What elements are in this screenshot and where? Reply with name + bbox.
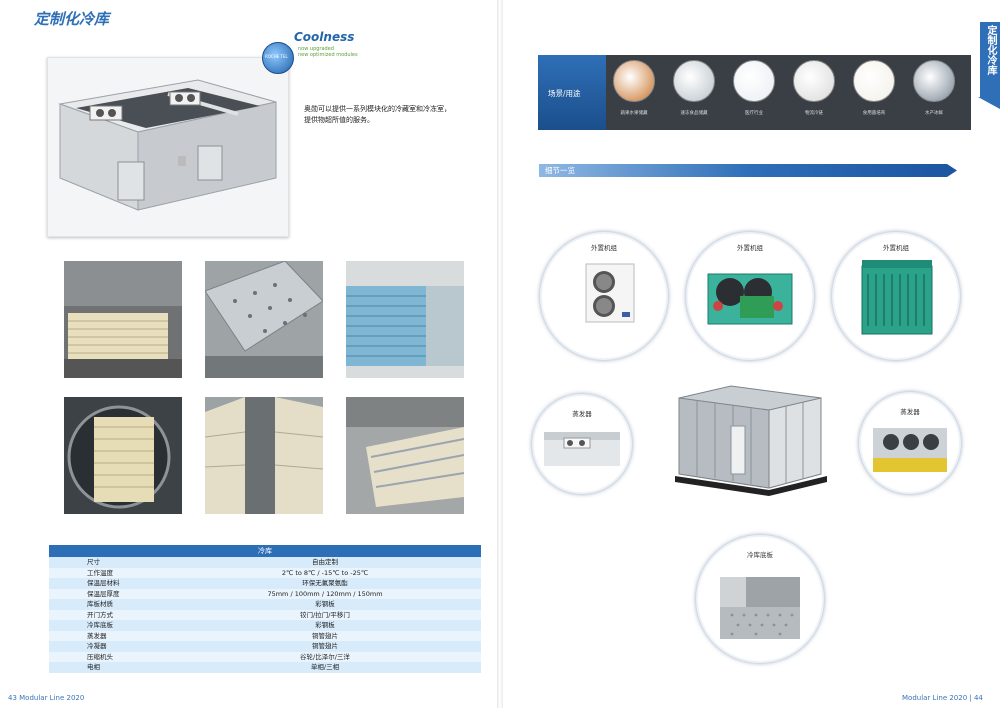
spec-value: 彩钢板	[315, 600, 335, 608]
footer-right: Modular Line 2020 | 44	[902, 694, 983, 702]
cold-room-render	[47, 57, 289, 237]
detail-title: 细节一览	[545, 166, 575, 175]
unit-label-3: 外置机组	[883, 244, 909, 252]
scene-caption: 医疗行业	[745, 111, 763, 116]
scene-image	[853, 60, 895, 102]
spec-key: 压缩机头	[87, 652, 113, 661]
spec-value: 铰门/拉门/平移门	[300, 610, 350, 619]
scene-image	[613, 60, 655, 102]
spec-row: 冷凝器 铜管翅片	[49, 641, 481, 652]
side-tab-tail	[978, 97, 1000, 109]
scene-item: 水产冰鲜	[908, 60, 960, 116]
spec-value: 自由定制	[312, 558, 338, 566]
spec-key: 保温层材料	[87, 579, 120, 587]
scene-item: 蔬果水果储藏	[608, 60, 660, 116]
spec-row: 冷库底板 彩钢板	[49, 620, 481, 631]
spec-key: 尺寸	[87, 558, 100, 566]
side-tab-label: 定制化冷库	[985, 25, 996, 75]
seal-text: ROCHE TEL	[265, 54, 288, 59]
spec-row: 开门方式 铰门/拉门/平移门	[49, 609, 481, 620]
spec-key: 电相	[87, 663, 100, 671]
spec-value: 铜管翅片	[312, 631, 338, 640]
floor-circle: 冷库底板	[696, 535, 824, 663]
spec-value: 环保无氟聚氨酯	[302, 579, 348, 587]
spec-value: 75mm / 100mm / 120mm / 150mm	[267, 589, 383, 598]
intro-text: 奥勋可以提供一系列模块化的冷藏室和冷冻室， 提供物超所值的服务。	[304, 104, 479, 126]
floor-label: 冷库底板	[747, 551, 773, 559]
unit-circle-2: 外置机组	[686, 232, 814, 360]
unit-label-2: 外置机组	[737, 244, 763, 252]
coolness-badge: ROCHE TEL Coolness now upgraded new opti…	[262, 30, 358, 75]
intro-line-1: 奥勋可以提供一系列模块化的冷藏室和冷冻室，	[304, 105, 451, 113]
scene-label-text: 场景/用途	[548, 89, 581, 98]
spec-value: 彩钢板	[315, 621, 335, 629]
badge-tagline-2: new optimized modules	[298, 52, 358, 58]
scene-item: 速冻食品储藏	[668, 60, 720, 116]
panel-photo-6	[346, 397, 464, 514]
evap-label-1: 蒸发器	[572, 410, 592, 418]
evaporator-circle-1: 蒸发器	[532, 394, 632, 494]
spec-key: 开门方式	[87, 610, 113, 619]
panel-photo-4	[64, 397, 182, 514]
panel-photo-1	[64, 261, 182, 378]
spec-key: 库板材质	[87, 600, 113, 608]
spec-value: 2℃ to 8℃ / -15℃ to -25℃	[281, 568, 369, 577]
spec-key: 冷凝器	[87, 642, 107, 650]
scene-caption: 物流冷链	[805, 111, 823, 116]
footer-left: 43 Modular Line 2020	[8, 694, 85, 702]
scene-image	[673, 60, 715, 102]
spec-value: 谷轮/比泽尔/三洋	[300, 652, 350, 661]
scene-item: 医疗行业	[728, 60, 780, 116]
seal-icon: ROCHE TEL	[262, 42, 294, 74]
spec-row: 保温层材料 环保无氟聚氨酯	[49, 578, 481, 589]
page-spine	[497, 0, 503, 708]
cold-room-frame-image	[671, 378, 831, 496]
page-title: 定制化冷库	[34, 10, 110, 28]
spec-key: 工作温度	[87, 568, 113, 577]
panel-photo-2	[205, 261, 323, 378]
badge-brand: Coolness	[294, 30, 355, 44]
scene-image	[793, 60, 835, 102]
side-tab: 定制化冷库	[980, 22, 1000, 97]
panel-photo-5	[205, 397, 323, 514]
scene-item: 物流冷链	[788, 60, 840, 116]
spec-value: 单相/三相	[310, 663, 340, 671]
unit-circle-3: 外置机组	[832, 232, 960, 360]
spec-row: 压缩机头 谷轮/比泽尔/三洋	[49, 651, 481, 662]
badge-tagline: now upgraded new optimized modules	[298, 46, 358, 58]
evap-label-2: 蒸发器	[900, 408, 920, 416]
evaporator-circle-2: 蒸发器	[859, 392, 961, 494]
spec-row: 库板材质 彩钢板	[49, 599, 481, 610]
spec-value: 铜管翅片	[312, 642, 338, 650]
detail-title-bar: 细节一览	[539, 164, 957, 177]
spec-row: 尺寸 自由定制	[49, 557, 481, 568]
spec-key: 蒸发器	[87, 631, 107, 640]
scene-caption: 蔬果水果储藏	[620, 111, 648, 116]
unit-circle-1: 外置机组	[540, 232, 668, 360]
scene-strip: 场景/用途 蔬果水果储藏 速冻食品储藏 医疗行业 物流冷链 食用菌培育 水产冰鲜	[538, 55, 971, 130]
scene-image	[913, 60, 955, 102]
scene-image	[733, 60, 775, 102]
spec-row: 保温层厚度 75mm / 100mm / 120mm / 150mm	[49, 588, 481, 599]
panel-photo-3	[346, 261, 464, 378]
spec-key: 冷库底板	[87, 621, 113, 629]
spec-row: 蒸发器 铜管翅片	[49, 630, 481, 641]
unit-label-1: 外置机组	[591, 244, 617, 252]
spec-row: 电相 单相/三相	[49, 662, 481, 673]
scene-caption: 食用菌培育	[862, 111, 886, 116]
spec-key: 保温层厚度	[87, 589, 120, 598]
intro-line-2: 提供物超所值的服务。	[304, 116, 374, 124]
scene-label: 场景/用途	[538, 55, 606, 130]
scene-caption: 水产冰鲜	[925, 111, 943, 116]
badge-tagline-1: now upgraded	[298, 46, 334, 52]
spec-row: 工作温度 2℃ to 8℃ / -15℃ to -25℃	[49, 567, 481, 578]
scene-item: 食用菌培育	[848, 60, 900, 116]
spec-table-header: 冷库	[49, 545, 481, 557]
scene-caption: 速冻食品储藏	[680, 111, 708, 116]
